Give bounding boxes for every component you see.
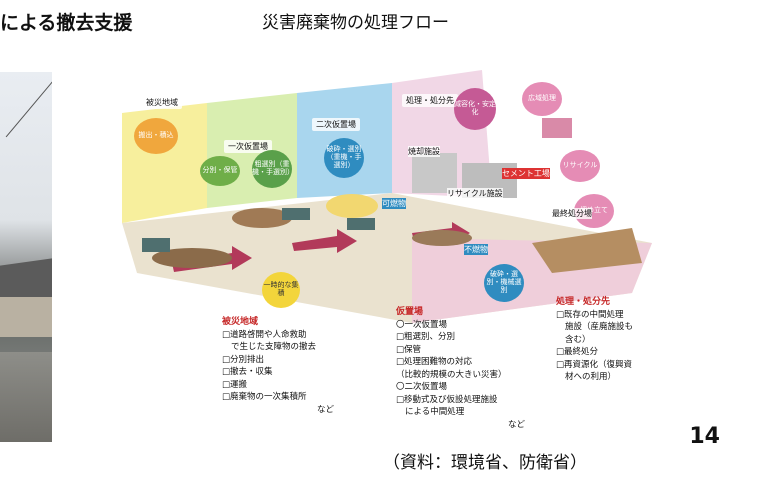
- waste-flow-diagram: 被災地域 一次仮置場 二次仮置場 処理・処分先 搬出・積込 分別・保管 粗選別（…: [112, 58, 652, 338]
- list-item: 含む）: [565, 334, 591, 345]
- list-item: □保管: [396, 344, 422, 355]
- power-line: [5, 72, 52, 138]
- section-temporary-yard-heading: 仮置場: [396, 307, 424, 317]
- cloud-mechanical-sort: 破砕・選別・機械選別: [484, 264, 524, 302]
- section-disposal-heading: 処理・処分先: [556, 297, 611, 307]
- list-item: □移動式及び仮設処理施設: [396, 394, 498, 405]
- label-recycle-facility: リサイクル施設: [447, 188, 503, 199]
- list-item: 〇一次仮置場: [396, 319, 448, 330]
- cloud-rough-sort: 粗選別（重機・手選別）: [252, 150, 294, 188]
- label-cement-plant: セメント工場: [502, 168, 550, 179]
- label-noncombustible: 不燃物: [464, 244, 488, 255]
- list-item: □粗選別、分別: [396, 332, 456, 342]
- cloud-wide-area: 広域処理: [522, 82, 562, 116]
- list-item: □処理困難物の対応: [396, 357, 473, 367]
- list-item: □既存の中間処理: [556, 309, 624, 320]
- zone-header-secondary-yard: 二次仮置場: [312, 118, 360, 131]
- section-temporary-yard: 仮置場 〇一次仮置場 □粗選別、分別 □保管 □処理困難物の対応 （比較的規模の…: [396, 306, 546, 431]
- zone-header-affected-area: 被災地域: [142, 96, 182, 109]
- page-number: 14: [689, 424, 720, 449]
- list-item: 材への利用）: [565, 372, 617, 382]
- list-item: □撤去・収集: [222, 367, 273, 377]
- source-note: （資料：環境省、防衛省）: [383, 453, 587, 473]
- section-affected-area-heading: 被災地域: [222, 317, 259, 327]
- zone-header-disposal: 処理・処分先: [402, 94, 458, 107]
- cloud-temporary-collection: 一時的な集積: [262, 272, 300, 308]
- section-affected-area: 被災地域 □道路啓開や人命救助 で生じた支障物の撤去 □分別排出 □撤去・収集 …: [222, 316, 372, 416]
- zone-header-primary-yard: 一次仮置場: [224, 140, 272, 153]
- list-item: □道路啓開や人命救助: [222, 329, 307, 340]
- section-disposal: 処理・処分先 □既存の中間処理 施設（産廃施設も 含む） □最終処分 □再資源化…: [556, 296, 666, 384]
- slide-title-left: による撤去支援: [0, 12, 133, 34]
- label-incinerator: 焼却施設: [408, 146, 440, 157]
- label-combustible: 可燃物: [382, 198, 406, 209]
- diagram-title: 災害廃棄物の処理フロー: [262, 13, 449, 33]
- cloud-sort-store: 分別・保管: [200, 156, 240, 186]
- label-final-disposal: 最終処分場: [552, 208, 592, 219]
- etc-label: など: [317, 404, 335, 415]
- list-item: □運搬: [222, 379, 248, 390]
- list-item: 〇二次仮置場: [396, 382, 448, 392]
- cloud-volume-reduction: 減容化・安定化: [454, 88, 496, 130]
- list-item: □最終処分: [556, 347, 599, 357]
- list-item: による中間処理: [405, 407, 465, 417]
- list-item: □分別排出: [222, 354, 265, 365]
- cloud-loading: 搬出・積込: [134, 118, 178, 154]
- disaster-street-photo: [0, 72, 52, 442]
- house-wall: [0, 297, 52, 337]
- list-item: □廃棄物の一次集積所: [222, 392, 307, 402]
- list-item: で生じた支障物の撤去: [231, 342, 317, 352]
- list-item: □再資源化（復興資: [556, 359, 633, 370]
- cloud-recycle: リサイクル: [560, 150, 600, 182]
- cloud-crush-sort: 破砕・選別（重機・手選別）: [324, 138, 364, 178]
- road: [0, 352, 52, 442]
- list-item: （比較的規模の大きい災害）: [396, 369, 507, 380]
- list-item: 施設（産廃施設も: [565, 322, 634, 332]
- etc-label: など: [508, 419, 526, 430]
